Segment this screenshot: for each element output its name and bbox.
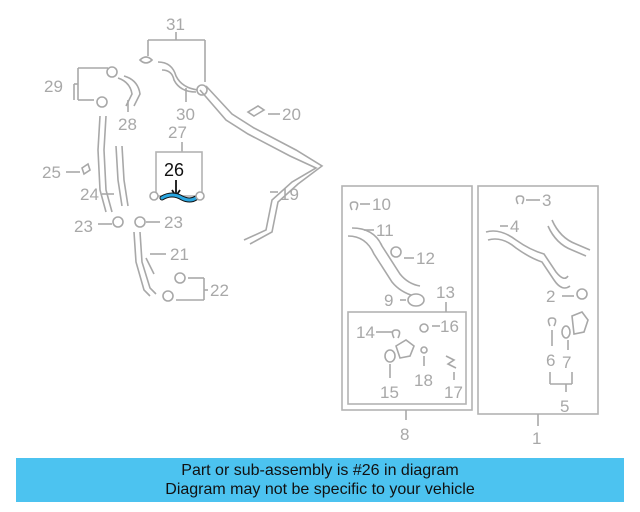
callout-6: 6 xyxy=(546,351,555,370)
callout-9: 9 xyxy=(384,291,393,310)
part-29-group xyxy=(73,66,141,108)
info-banner: Part or sub-assembly is #26 in diagram D… xyxy=(16,458,624,502)
part-31-group xyxy=(138,32,208,96)
callout-4: 4 xyxy=(510,217,519,236)
callout-20: 20 xyxy=(282,105,301,124)
callout-26: 26 xyxy=(164,160,184,180)
banner-line-1: Part or sub-assembly is #26 in diagram xyxy=(181,462,459,479)
callout-13: 13 xyxy=(436,283,455,302)
callout-22: 22 xyxy=(210,281,229,300)
callout-18: 18 xyxy=(414,371,433,390)
callout-17: 17 xyxy=(444,383,463,402)
assembly-13-box xyxy=(347,311,467,405)
callout-15: 15 xyxy=(380,383,399,402)
assembly-1-box xyxy=(477,185,599,415)
callout-3: 3 xyxy=(542,191,551,210)
callout-10: 10 xyxy=(372,195,391,214)
parts-diagram: 31 29 28 30 20 19 27 26 25 24 23 xyxy=(42,15,599,448)
callout-30: 30 xyxy=(176,105,195,124)
callout-8: 8 xyxy=(400,425,409,444)
callout-24: 24 xyxy=(80,185,99,204)
callout-27: 27 xyxy=(168,123,187,142)
callout-21: 21 xyxy=(170,245,189,264)
callout-23b: 23 xyxy=(164,213,183,232)
callout-28: 28 xyxy=(118,115,137,134)
callout-11: 11 xyxy=(376,221,394,240)
callout-14: 14 xyxy=(356,323,375,342)
callout-2: 2 xyxy=(546,287,555,306)
callout-25: 25 xyxy=(42,163,61,182)
callout-5: 5 xyxy=(560,397,569,416)
callout-29: 29 xyxy=(44,77,63,96)
part-20-group xyxy=(246,105,280,117)
callout-12: 12 xyxy=(416,249,435,268)
banner-line-2: Diagram may not be specific to your vehi… xyxy=(165,481,475,498)
callout-31: 31 xyxy=(166,15,185,34)
callout-16: 16 xyxy=(440,317,459,336)
callout-19: 19 xyxy=(280,185,299,204)
callout-23a: 23 xyxy=(74,217,93,236)
assembly-8-box xyxy=(341,185,473,411)
callout-1: 1 xyxy=(532,429,541,448)
callout-7: 7 xyxy=(562,353,571,372)
